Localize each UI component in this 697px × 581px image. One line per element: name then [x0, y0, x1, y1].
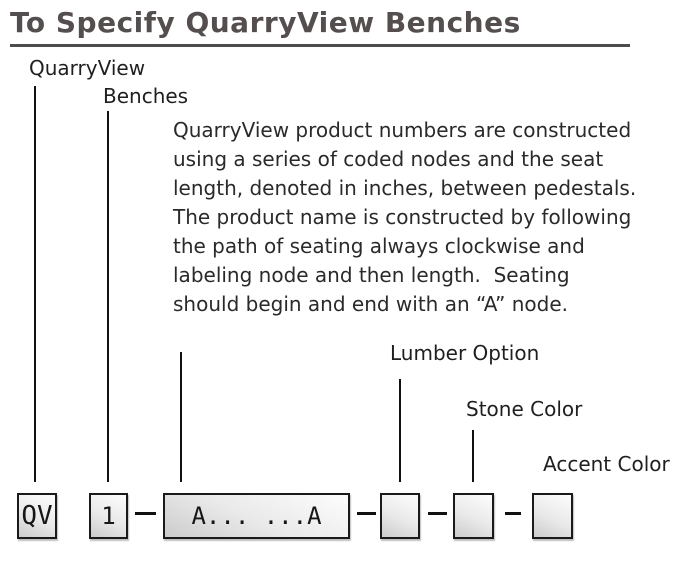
code-box-accent-color — [532, 493, 573, 539]
code-box-bench-type: 1 — [89, 493, 128, 539]
connector-line-stone-color — [472, 430, 474, 482]
title-underline — [10, 44, 630, 47]
code-box-prefix: QV — [17, 493, 57, 539]
dash-separator-2 — [357, 512, 376, 515]
dash-separator-4 — [505, 512, 521, 515]
code-box-lumber-option — [380, 493, 420, 539]
description-paragraph: QuarryView product numbers are construct… — [173, 118, 637, 316]
label-benches: Benches — [103, 84, 189, 108]
label-quarryview: QuarryView — [29, 56, 146, 80]
code-box-stone-color — [453, 493, 494, 539]
label-accent-color: Accent Color — [543, 452, 670, 476]
dash-separator-1 — [135, 512, 156, 515]
connector-line-quarryview — [34, 86, 36, 482]
dash-separator-3 — [428, 512, 447, 515]
label-stone-color: Stone Color — [466, 397, 583, 421]
connector-line-benches — [107, 111, 109, 482]
code-box-node-path: A... ...A — [163, 493, 350, 539]
connector-line-node-path — [180, 352, 182, 482]
label-lumber-option: Lumber Option — [390, 341, 540, 365]
connector-line-lumber-option — [399, 379, 401, 482]
page-title: To Specify QuarryView Benches — [10, 6, 521, 39]
